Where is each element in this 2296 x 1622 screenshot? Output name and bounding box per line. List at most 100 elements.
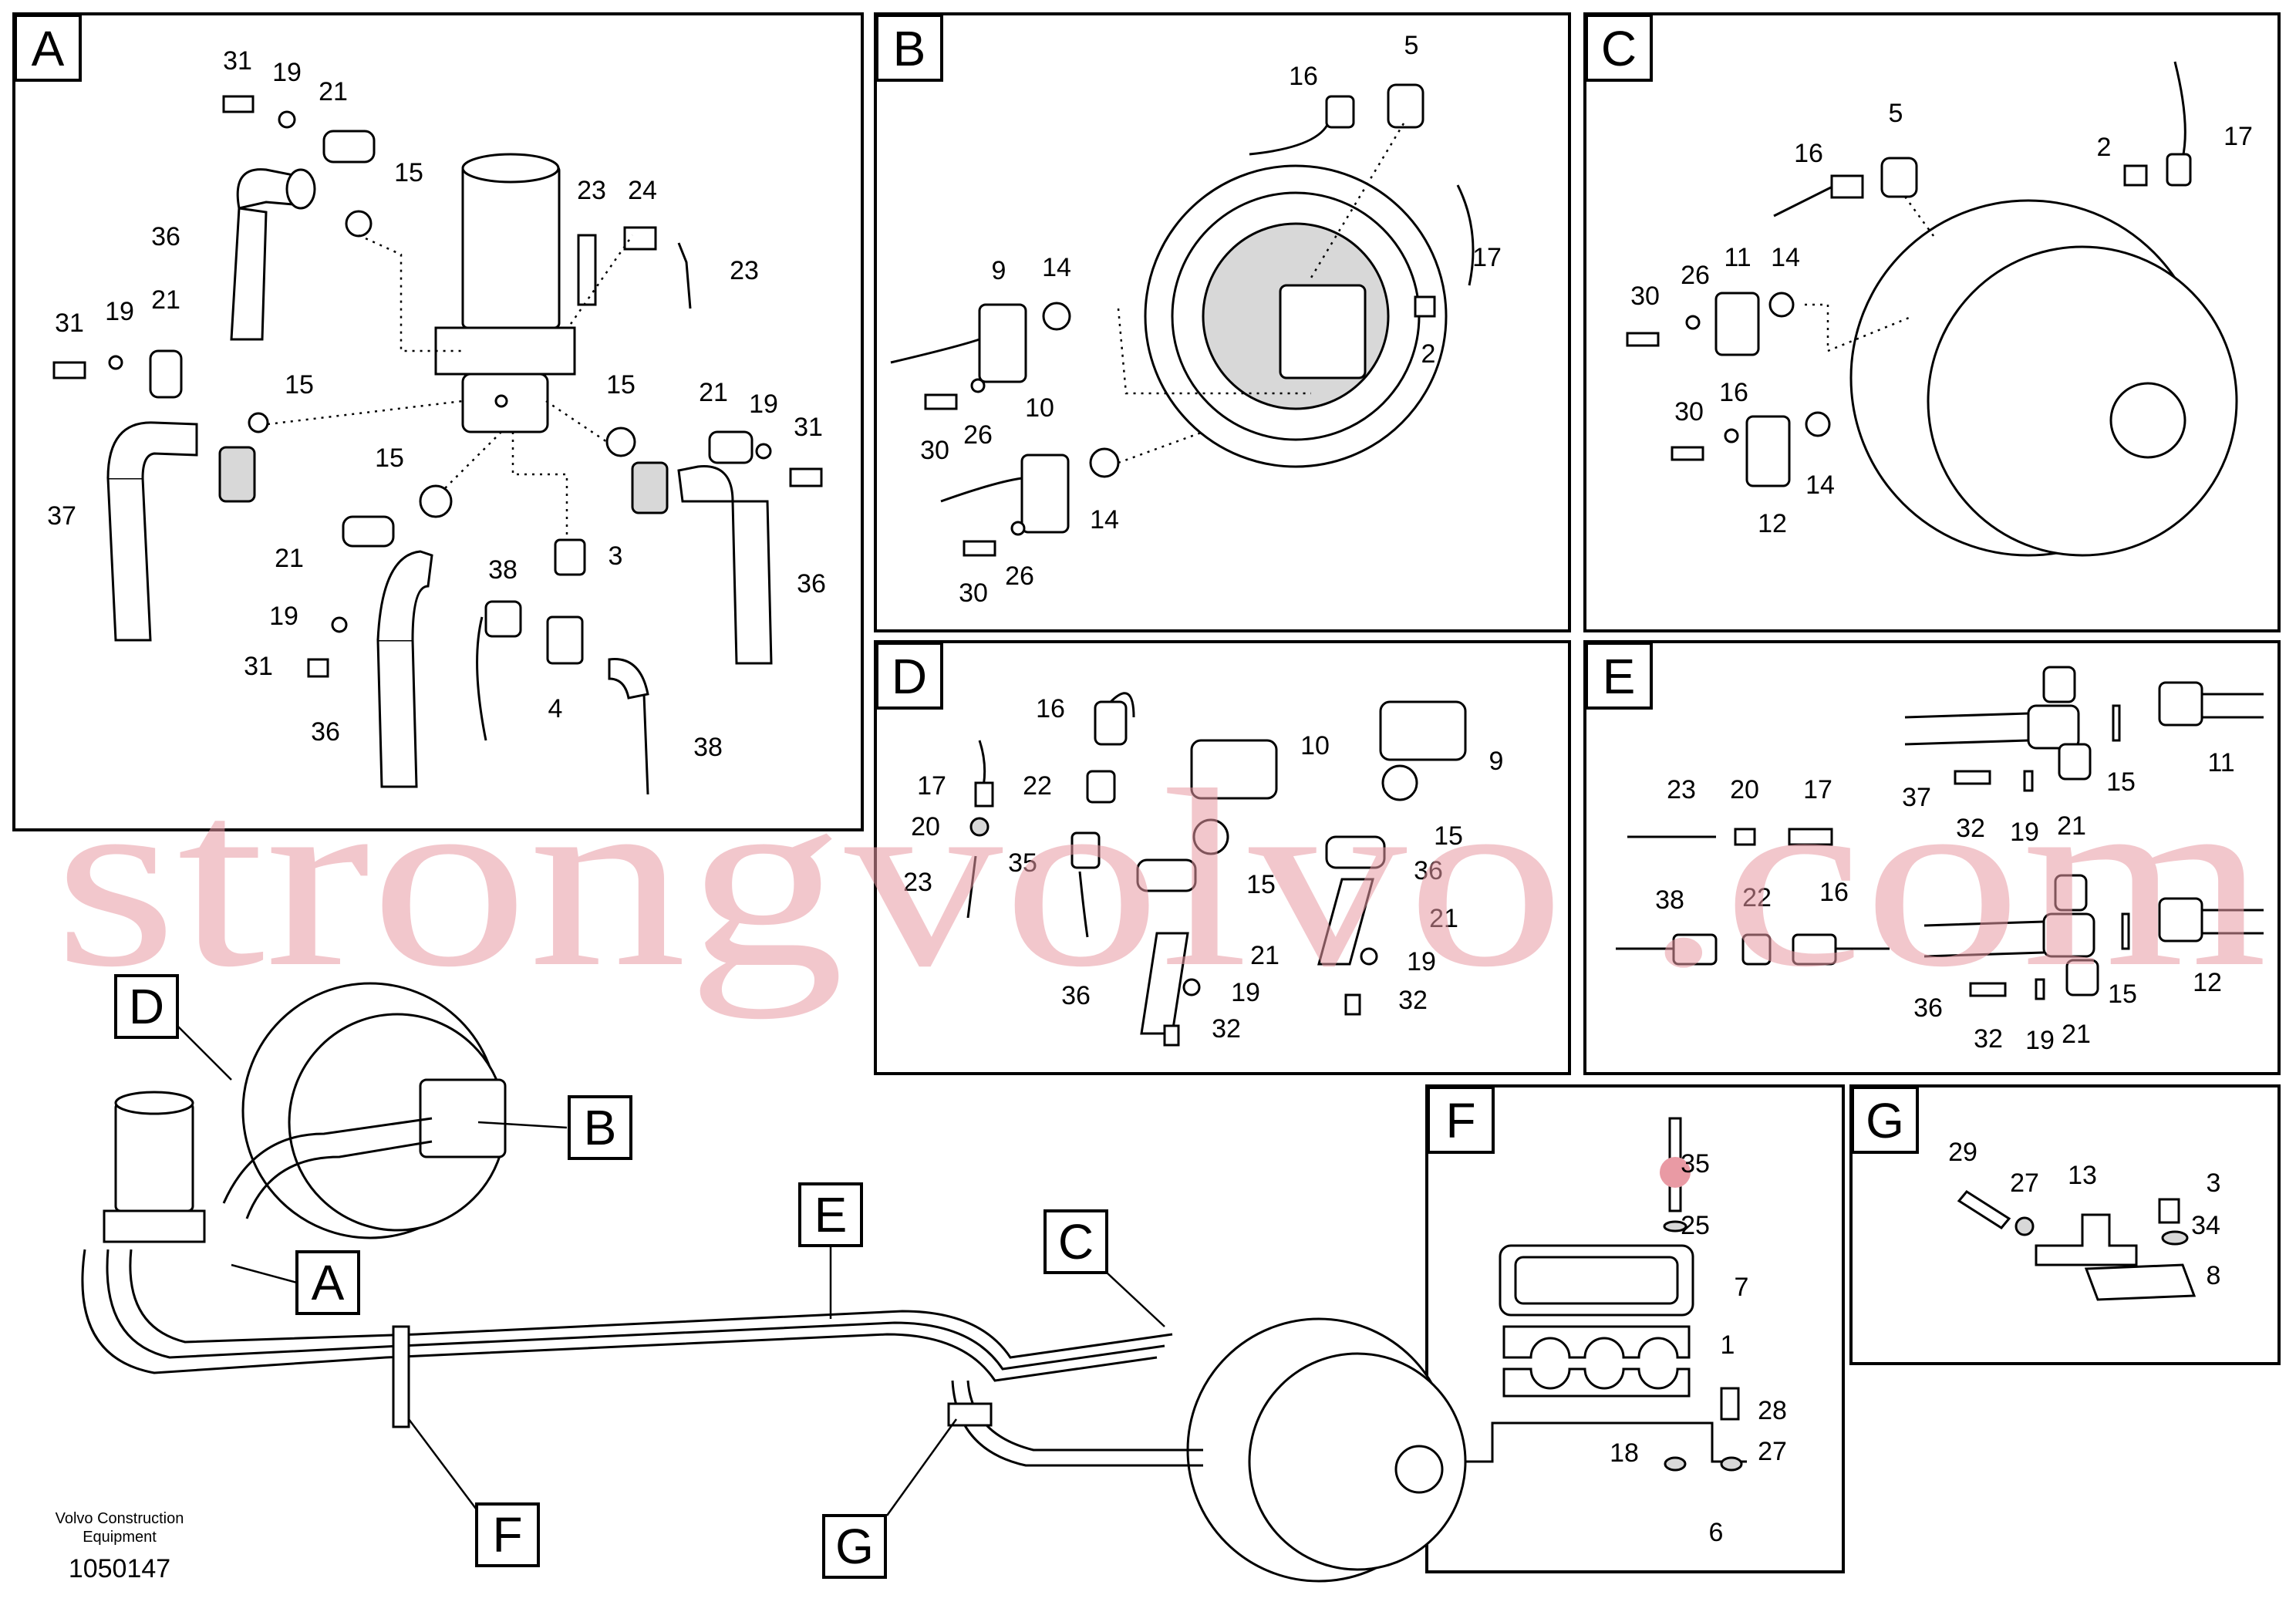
panel-c-tag: C [1585,14,1653,82]
part-label-g-13: 13 [2068,1161,2097,1190]
part-label-c-17: 17 [2224,122,2253,151]
part-label-e-22: 22 [1742,883,1772,912]
part-label-b-26: 26 [1005,561,1034,591]
part-label-a-19: 19 [105,297,134,326]
clamp-21-e-top-b [2054,874,2088,912]
bolt-30-c-a [1626,332,1660,347]
overview-callout-f[interactable]: F [475,1502,540,1567]
overview-swivel-flange [103,1209,206,1243]
bolt-30-c-b [1671,446,1704,461]
overview-callout-letter: E [814,1187,848,1243]
company-name-line-1: Volvo Construction [56,1510,184,1527]
part-label-e-19: 19 [2010,818,2039,847]
hose-16-b-end [1325,95,1355,129]
panel-a-letter: A [32,21,65,76]
hose-16-b [1249,115,1332,156]
part-label-a-19: 19 [272,58,302,87]
dotted-c-1 [1805,303,1913,352]
overview-hose-run-4 [951,1380,1203,1467]
hose-38-b-elbow [608,658,649,700]
overview-callout-c[interactable]: C [1043,1209,1108,1274]
part-label-a-37: 37 [47,501,76,531]
part-label-b-30: 30 [920,436,949,465]
bolt-32-d-a [1163,1024,1180,1047]
part-label-f-1: 1 [1721,1330,1735,1360]
overview-callout-e[interactable]: E [798,1182,863,1247]
oring-14-c-b [1805,411,1831,437]
hose-23-d [966,855,977,919]
part-label-d-36: 36 [1061,981,1091,1010]
overview-bracket-g [947,1402,993,1427]
part-label-a-23: 23 [730,256,759,285]
part-label-b-10: 10 [1025,393,1054,423]
fitting-23-a [577,234,597,306]
part-label-a-36: 36 [151,222,180,251]
part-label-d-32: 32 [1398,986,1428,1015]
flange-12 [1745,415,1791,487]
bolt-31-d [307,658,329,678]
panel-f-frame [1425,1084,1845,1573]
panel-g-artwork [1957,1190,2197,1301]
panel-d-frame [874,640,1571,1075]
overview-callout-letter: F [492,1507,522,1563]
clamp-21-d-b [1325,835,1386,869]
part-label-c-12: 12 [1758,509,1787,538]
part-label-d-35: 35 [1008,848,1037,878]
nut-20-e [1734,828,1756,846]
part-label-g-8: 8 [2207,1261,2221,1290]
part-label-a-31: 31 [244,652,273,681]
part-label-a-31: 31 [794,413,823,442]
overview-callout-box [568,1095,632,1160]
hose-36-e [1923,920,2045,958]
leader-c [1106,1272,1165,1327]
oring-15-b [248,412,269,433]
panel-f-artwork [1458,1117,1747,1472]
part-label-e-32: 32 [1956,814,1985,843]
overview-callout-g[interactable]: G [822,1514,887,1579]
part-label-a-3: 3 [609,541,623,571]
drawing-number: 1050147 [69,1554,170,1583]
hose-36-right-elbow [677,465,734,503]
overview-callout-a[interactable]: A [295,1250,360,1315]
part-label-a-19: 19 [749,389,778,419]
washer-19-d-a [1182,978,1201,996]
overview-callout-d[interactable]: D [114,974,179,1039]
spacer-34-g [2161,1230,2189,1246]
bolt-30-b-a [924,393,958,410]
hose-36-upper-left [230,207,268,341]
hose-16-d-end [1094,700,1128,746]
dotted-a-5 [511,432,568,540]
overview-callout-b[interactable]: B [568,1095,632,1160]
fitting-4 [546,615,584,665]
watermark: strongvolvo .com [54,738,2267,1020]
part-label-f-25: 25 [1681,1211,1710,1240]
clamp-21-e-top [2042,666,2076,703]
clamp-21-d [342,515,395,548]
part-label-a-15: 15 [285,370,314,400]
part-label-d-9: 9 [1489,747,1504,776]
leader-d [177,1025,232,1081]
panel-b-artwork [890,83,1475,557]
part-label-e-11: 11 [2207,748,2234,777]
part-label-a-15: 15 [394,158,423,187]
flange-12-e [2158,897,2203,943]
part-label-e-15: 15 [2106,767,2136,797]
bolt-32-e-b [1969,982,2007,997]
panel-d-letter: D [892,649,927,704]
part-label-a-21: 21 [275,544,304,573]
hose-17-c [2173,61,2186,159]
panel-a-frame [12,12,864,831]
overview-hose-run-6 [222,1117,433,1204]
panel-c-artwork [1626,61,2238,557]
swivel-flange [434,326,576,376]
hose-38-a-end [484,600,522,638]
washer-19-b [108,355,123,370]
part-label-b-2: 2 [1421,339,1436,369]
overview-callout-box [295,1250,360,1315]
clamp-21-e-b [2065,959,2099,996]
flange-10 [1020,454,1070,534]
part-label-c-11: 11 [1724,243,1751,272]
part-label-a-38: 38 [488,555,518,585]
panel-b-letter: B [893,21,926,76]
